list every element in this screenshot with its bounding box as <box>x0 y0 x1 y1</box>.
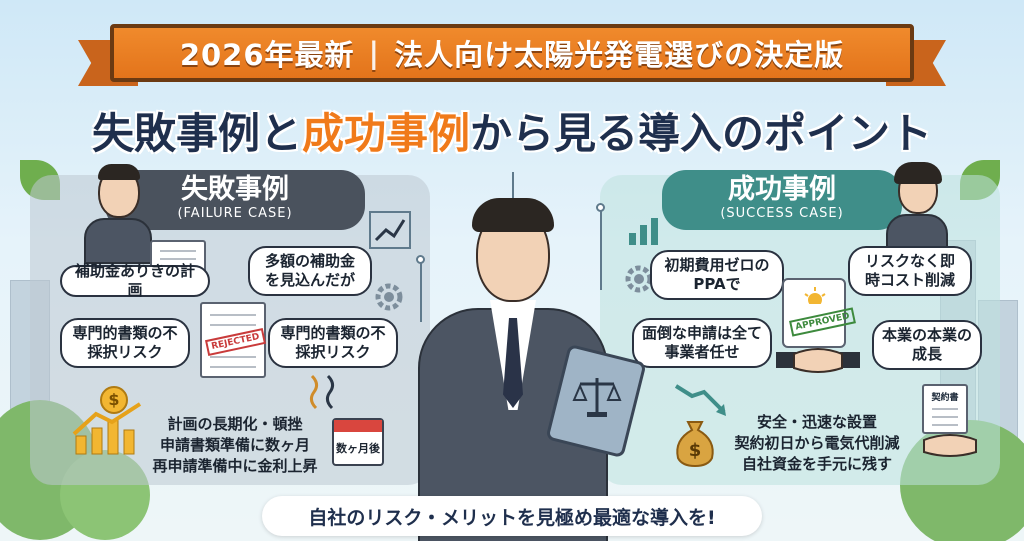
title-banner: 2026年最新 | 法人向け太陽光発電選びの決定版 <box>110 24 914 82</box>
connector-line <box>512 172 514 198</box>
success-bubble: 面倒な申請は全て事業者任せ <box>632 318 772 368</box>
headline-part1: 失敗事例と <box>91 109 302 158</box>
failure-bubble: 専門的書類の不採択リスク <box>60 318 190 368</box>
success-list-item: 安全・迅速な設置 <box>756 413 877 431</box>
success-list-item: 契約初日から電気代削減 <box>734 434 900 452</box>
failure-list: 計画の長期化・頓挫 申請書類準備に数ヶ月 再申請準備中に金利上昇 <box>140 414 330 477</box>
success-list: 安全・迅速な設置 契約初日から電気代削減 自社資金を手元に残す <box>712 412 922 475</box>
success-bubble: 本業の本業の成長 <box>872 320 982 370</box>
handshake-icon <box>923 434 977 457</box>
connector-dot <box>416 255 425 264</box>
handshake-icon <box>776 348 860 373</box>
trend-down-arrow-icon <box>674 384 726 416</box>
success-subtitle: (SUCCESS CASE) <box>720 206 844 221</box>
success-bubble: リスクなく即時コスト削減 <box>848 246 972 296</box>
page-headline: 失敗事例と成功事例から見る導入のポイント <box>0 100 1024 161</box>
banner-left-text: 2026年最新 <box>179 38 355 72</box>
chart-up-icon <box>72 402 142 455</box>
banner-right-text: 法人向け太陽光発電選びの決定版 <box>394 38 845 72</box>
failure-list-item: 再申請準備中に金利上昇 <box>152 457 318 475</box>
failure-bubble: 補助金ありきの計画 <box>60 262 210 299</box>
businessman-hair <box>472 198 554 232</box>
bottom-message: 自社のリスク・メリットを見極め最適な導入を! <box>262 496 762 536</box>
sun-icon <box>804 287 826 304</box>
businessman-tie <box>503 318 523 408</box>
scale-icon <box>572 378 622 417</box>
contract-document: 契約書 <box>922 384 968 434</box>
connector-dot <box>596 203 605 212</box>
rejected-document: REJECTED <box>200 302 266 378</box>
headline-part2: から見る導入のポイント <box>470 109 933 158</box>
contract-label: 契約書 <box>931 393 959 403</box>
failure-list-item: 計画の長期化・頓挫 <box>167 415 303 433</box>
success-tag: 成功事例 (SUCCESS CASE) <box>662 170 902 230</box>
money-bag-symbol: $ <box>689 440 702 461</box>
failure-bubble: 多額の補助金を見込んだが <box>248 246 372 296</box>
calendar-label: 数ヶ月後 <box>336 442 380 455</box>
rejected-stamp: REJECTED <box>204 328 266 356</box>
worried-businessman-hair <box>98 164 140 180</box>
headline-highlight: 成功事例 <box>301 109 470 158</box>
coin-icon: $ <box>100 386 128 414</box>
worried-businessman-body <box>84 218 152 264</box>
failure-bubble: 専門的書類の不採択リスク <box>268 318 398 368</box>
success-bubble: 初期費用ゼロのPPAで <box>650 250 784 300</box>
success-list-item: 自社資金を手元に残す <box>741 455 892 473</box>
connector-line <box>600 210 602 290</box>
chart-up-icon <box>369 211 411 249</box>
approved-stamp: APPROVED <box>789 307 857 337</box>
banner-separator: | <box>368 36 381 70</box>
failure-subtitle: (FAILURE CASE) <box>177 206 293 221</box>
calendar-icon: 数ヶ月後 <box>332 418 384 466</box>
gear-icon <box>375 283 403 311</box>
failure-title: 失敗事例 <box>181 174 289 205</box>
success-title: 成功事例 <box>728 174 836 205</box>
failure-list-item: 申請書類準備に数ヶ月 <box>159 436 310 454</box>
approved-tablet: APPROVED <box>782 278 857 348</box>
smiling-businesswoman-hair <box>894 162 942 184</box>
bar-chart-icon <box>629 218 658 245</box>
connector-line <box>420 262 422 322</box>
money-bag-icon: $ <box>676 421 714 468</box>
broken-chain-icon <box>309 374 335 410</box>
failure-tag: 失敗事例 (FAILURE CASE) <box>105 170 365 230</box>
